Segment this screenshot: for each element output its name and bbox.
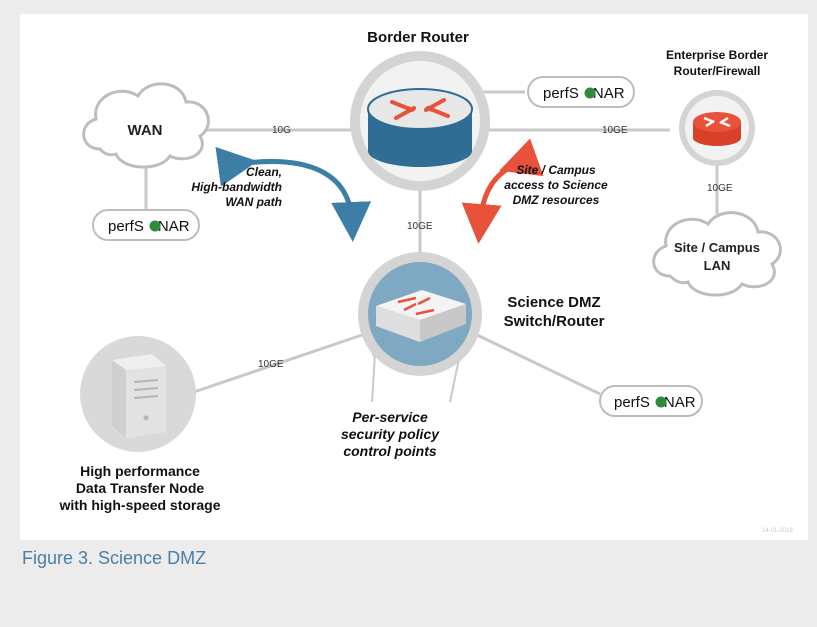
- campus-lan-cloud-icon: [652, 211, 782, 297]
- campus-access-note-2: access to Science: [504, 178, 608, 192]
- links: [144, 90, 719, 396]
- science-dmz-title-line2: Switch/Router: [504, 313, 605, 330]
- policy-note-2: security policy: [341, 426, 440, 442]
- wan-path-note-2: High-bandwidth: [191, 180, 282, 194]
- campus-access-note-3: DMZ resources: [513, 193, 600, 207]
- policy-note-1: Per-service: [352, 409, 428, 425]
- link-dmz-perfsonar: [474, 332, 601, 396]
- date-stamp: 14-01-2018: [762, 528, 793, 534]
- enterprise-title-line1: Enterprise Border: [666, 48, 768, 62]
- link-label-border-enterprise: 10GE: [602, 125, 628, 136]
- firewall-icon: [679, 90, 755, 166]
- figure-caption: Figure 3. Science DMZ: [22, 548, 207, 568]
- wan-path-note-1: Clean,: [246, 165, 282, 179]
- wan-cloud-icon: [82, 82, 210, 169]
- border-router-title: Border Router: [367, 29, 469, 46]
- link-label-border-dmz: 10GE: [407, 221, 433, 232]
- enterprise-title-line2: Router/Firewall: [674, 64, 761, 78]
- link-label-enterprise-lan: 10GE: [707, 183, 733, 194]
- data-transfer-node-icon: [80, 336, 196, 452]
- link-dmz-dtn: [187, 332, 366, 396]
- dtn-label-line2: Data Transfer Node: [76, 480, 205, 496]
- wan-path-arrow: [215, 146, 372, 242]
- campus-access-note-1: Site / Campus: [516, 163, 596, 177]
- dtn-label-line3: with high-speed storage: [58, 497, 220, 513]
- diagram-panel: 10G 10GE 10GE 10GE 10GE Border Router pe…: [20, 14, 808, 540]
- campus-access-arrow: [461, 138, 544, 244]
- policy-note-3: control points: [343, 443, 437, 459]
- wan-path-note-3: WAN path: [225, 195, 282, 209]
- dtn-label-line1: High performance: [80, 463, 200, 479]
- science-dmz-title-line1: Science DMZ: [507, 294, 600, 311]
- campus-lan-line1: Site / Campus: [674, 240, 760, 255]
- science-dmz-diagram: 10G 10GE 10GE 10GE 10GE Border Router pe…: [58, 29, 793, 534]
- link-label-dmz-dtn: 10GE: [258, 359, 284, 370]
- border-router-icon: [350, 51, 490, 191]
- wan-label: WAN: [128, 122, 163, 139]
- campus-lan-line2: LAN: [704, 258, 731, 273]
- science-dmz-switch-icon: [358, 252, 482, 376]
- link-label-wan-border: 10G: [272, 125, 291, 136]
- policy-line-left: [371, 353, 376, 403]
